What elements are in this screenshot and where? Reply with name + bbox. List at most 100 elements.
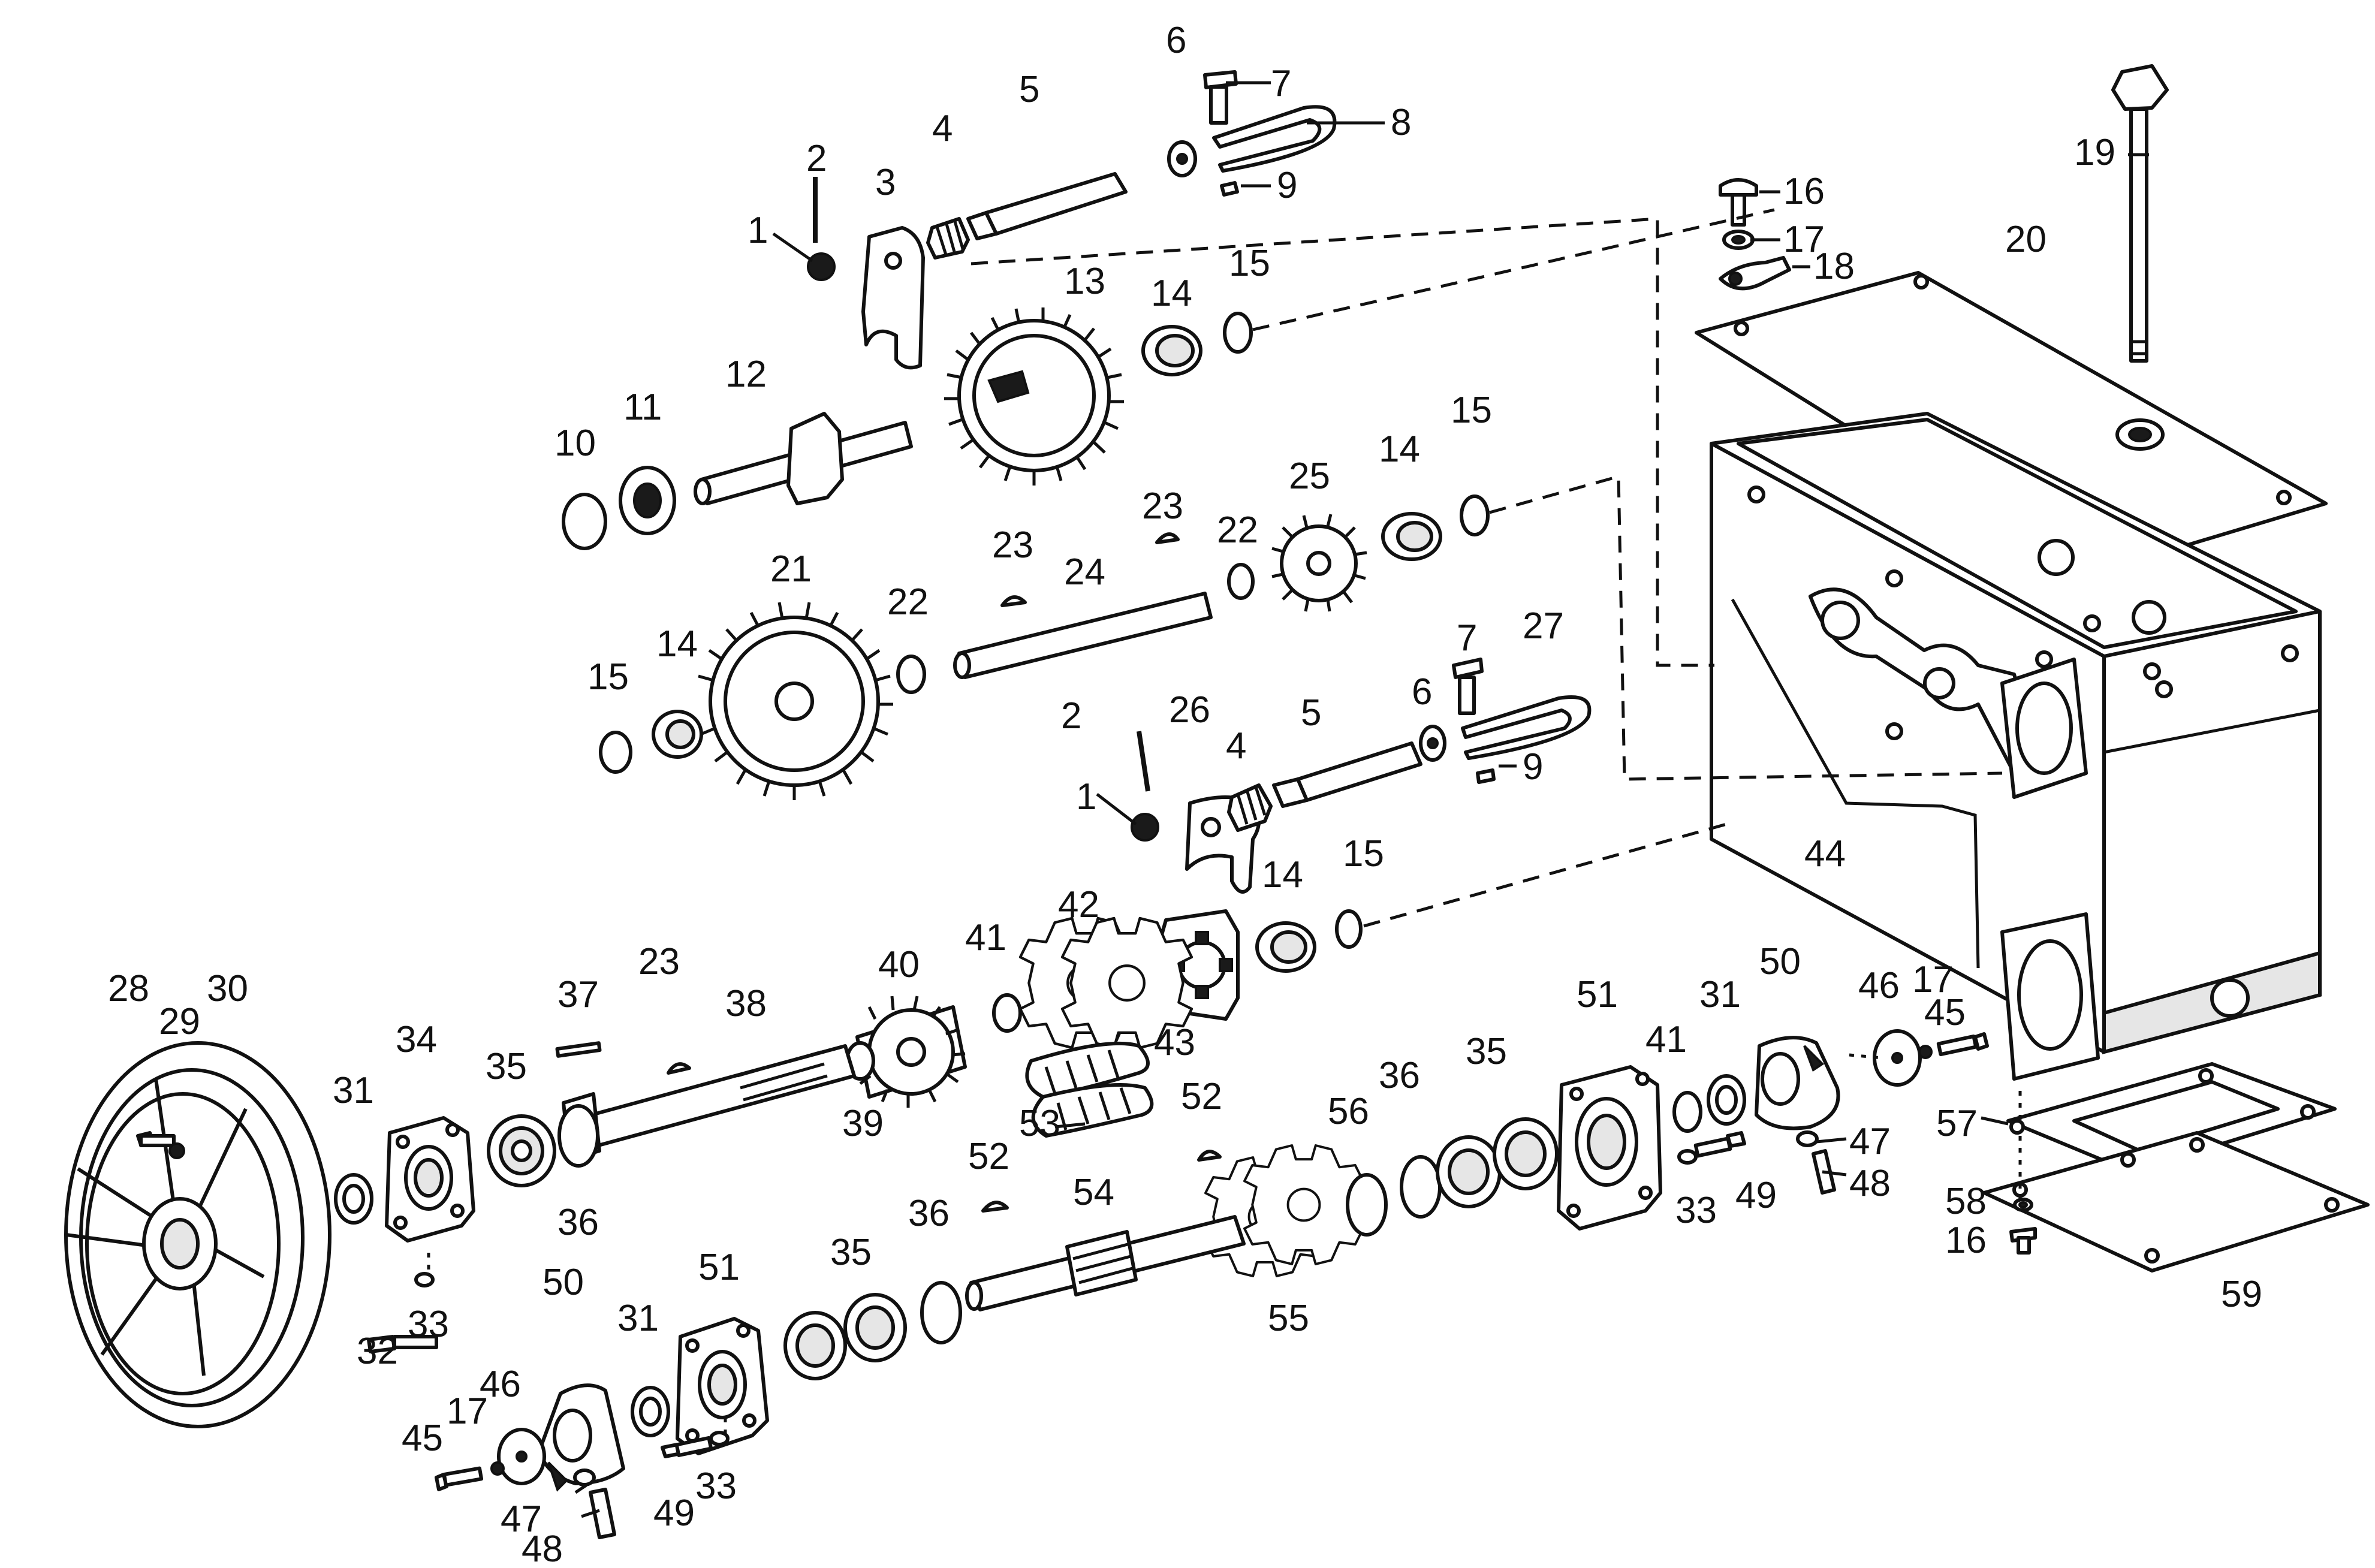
callout-14: 14 bbox=[1151, 273, 1192, 314]
callout-10: 10 bbox=[554, 423, 596, 464]
callout-53: 53 bbox=[1019, 1103, 1060, 1144]
retaining-ring bbox=[896, 655, 926, 694]
callout-36: 36 bbox=[557, 1202, 599, 1243]
callout-1: 1 bbox=[748, 210, 768, 251]
callout-15: 15 bbox=[1229, 243, 1270, 284]
callout-16: 16 bbox=[1945, 1220, 1987, 1261]
callout-6: 6 bbox=[1166, 20, 1186, 61]
snap-ring bbox=[1335, 909, 1363, 949]
callout-51: 51 bbox=[698, 1247, 740, 1288]
callout-3: 3 bbox=[875, 162, 896, 203]
dipstick bbox=[2111, 64, 2169, 363]
callout-4: 4 bbox=[932, 108, 953, 149]
callout-26: 26 bbox=[1169, 689, 1210, 731]
callout-52: 52 bbox=[1181, 1076, 1222, 1117]
callout-46: 46 bbox=[480, 1364, 521, 1405]
callout-47: 47 bbox=[501, 1498, 542, 1540]
upper-shaft-assembly bbox=[562, 208, 1775, 667]
spring bbox=[1227, 783, 1273, 832]
gear-21 bbox=[698, 602, 893, 800]
tensioner-bracket bbox=[861, 226, 925, 370]
u-bolt bbox=[1212, 105, 1337, 173]
callout-9: 9 bbox=[1523, 746, 1543, 788]
callout-2: 2 bbox=[1061, 695, 1081, 737]
callout-15: 15 bbox=[587, 656, 629, 698]
jackshaft-assembly bbox=[334, 822, 1727, 1353]
right-output-assembly bbox=[1346, 1029, 1989, 1237]
callout-39: 39 bbox=[842, 1103, 884, 1144]
callout-13: 13 bbox=[1064, 261, 1105, 302]
callout-11: 11 bbox=[623, 387, 662, 428]
flange-bearing-51-right bbox=[1557, 1065, 1662, 1231]
callout-6: 6 bbox=[1412, 671, 1432, 713]
callout-41: 41 bbox=[965, 917, 1006, 958]
callout-27: 27 bbox=[1523, 605, 1564, 647]
flange-bearing-51-left bbox=[676, 1317, 769, 1455]
callout-7: 7 bbox=[1271, 63, 1291, 104]
retaining-ring-41 bbox=[992, 993, 1022, 1033]
callout-45: 45 bbox=[1924, 992, 1966, 1033]
output-shaft-assembly bbox=[435, 1041, 1364, 1539]
callout-14: 14 bbox=[1262, 854, 1303, 895]
callout-19: 19 bbox=[2074, 132, 2115, 173]
callout-45: 45 bbox=[402, 1418, 443, 1459]
callout-22: 22 bbox=[887, 581, 929, 623]
callout-38: 38 bbox=[725, 983, 767, 1024]
callout-25: 25 bbox=[1289, 456, 1330, 497]
callout-1: 1 bbox=[1076, 776, 1096, 818]
callout-58: 58 bbox=[1945, 1181, 1987, 1222]
flange-bearing-34 bbox=[385, 1116, 475, 1243]
callout-37: 37 bbox=[557, 974, 599, 1015]
callout-15: 15 bbox=[1451, 390, 1492, 431]
callout-49: 49 bbox=[653, 1492, 695, 1534]
callout-50: 50 bbox=[1759, 941, 1801, 982]
callout-34: 34 bbox=[396, 1019, 437, 1060]
callout-24: 24 bbox=[1064, 551, 1105, 593]
callout-23: 23 bbox=[638, 941, 680, 982]
callout-labels: 1 2 3 4 5 6 7 8 9 10 11 12 13 14 15 14 1… bbox=[108, 20, 2262, 1568]
callout-20: 20 bbox=[2005, 219, 2047, 260]
callout-23: 23 bbox=[1142, 486, 1183, 527]
keyed-shaft-24 bbox=[957, 592, 1213, 679]
u-bolt-27 bbox=[1461, 695, 1592, 760]
callout-17: 17 bbox=[1912, 959, 1954, 1000]
callout-42: 42 bbox=[1058, 884, 1099, 925]
callout-32: 32 bbox=[357, 1331, 398, 1372]
callout-51: 51 bbox=[1577, 974, 1618, 1015]
callout-4: 4 bbox=[1226, 725, 1246, 767]
callout-33: 33 bbox=[1675, 1190, 1717, 1231]
callout-22: 22 bbox=[1217, 509, 1258, 551]
cap bbox=[562, 493, 607, 550]
splined-shaft-38 bbox=[568, 1044, 856, 1153]
callout-28: 28 bbox=[108, 968, 149, 1009]
callout-23: 23 bbox=[992, 524, 1033, 566]
middle-shaft-assembly bbox=[599, 474, 2003, 800]
tensioner-assembly-lower bbox=[1131, 658, 1592, 894]
snap-ring-15 bbox=[1223, 312, 1253, 354]
callout-59: 59 bbox=[2221, 1274, 2262, 1315]
callout-15: 15 bbox=[1343, 833, 1384, 875]
callout-41: 41 bbox=[1645, 1019, 1687, 1060]
retaining-ring-56 bbox=[1346, 1173, 1388, 1237]
callout-5: 5 bbox=[1019, 69, 1039, 110]
callout-36: 36 bbox=[908, 1193, 950, 1234]
retaining-ring-36 bbox=[557, 1104, 599, 1168]
callout-31: 31 bbox=[333, 1070, 374, 1111]
nut bbox=[807, 252, 836, 281]
callout-16: 16 bbox=[1783, 171, 1825, 212]
callout-31: 31 bbox=[617, 1298, 659, 1339]
callout-50: 50 bbox=[542, 1262, 584, 1303]
callout-56: 56 bbox=[1328, 1091, 1369, 1132]
snap-ring bbox=[1460, 494, 1490, 536]
collar-50-right bbox=[1755, 1036, 1840, 1130]
callout-35: 35 bbox=[486, 1046, 527, 1087]
tensioner-shaft bbox=[1296, 741, 1422, 802]
callout-36: 36 bbox=[1379, 1055, 1420, 1096]
v-belt-pulley-30 bbox=[64, 1041, 331, 1428]
cover-screw-group bbox=[1719, 178, 1791, 291]
callout-33: 33 bbox=[695, 1466, 737, 1507]
retaining-ring bbox=[920, 1281, 962, 1344]
gear-13 bbox=[944, 307, 1124, 486]
snap-ring bbox=[599, 731, 632, 774]
base-plate-59 bbox=[1982, 1131, 2370, 1273]
